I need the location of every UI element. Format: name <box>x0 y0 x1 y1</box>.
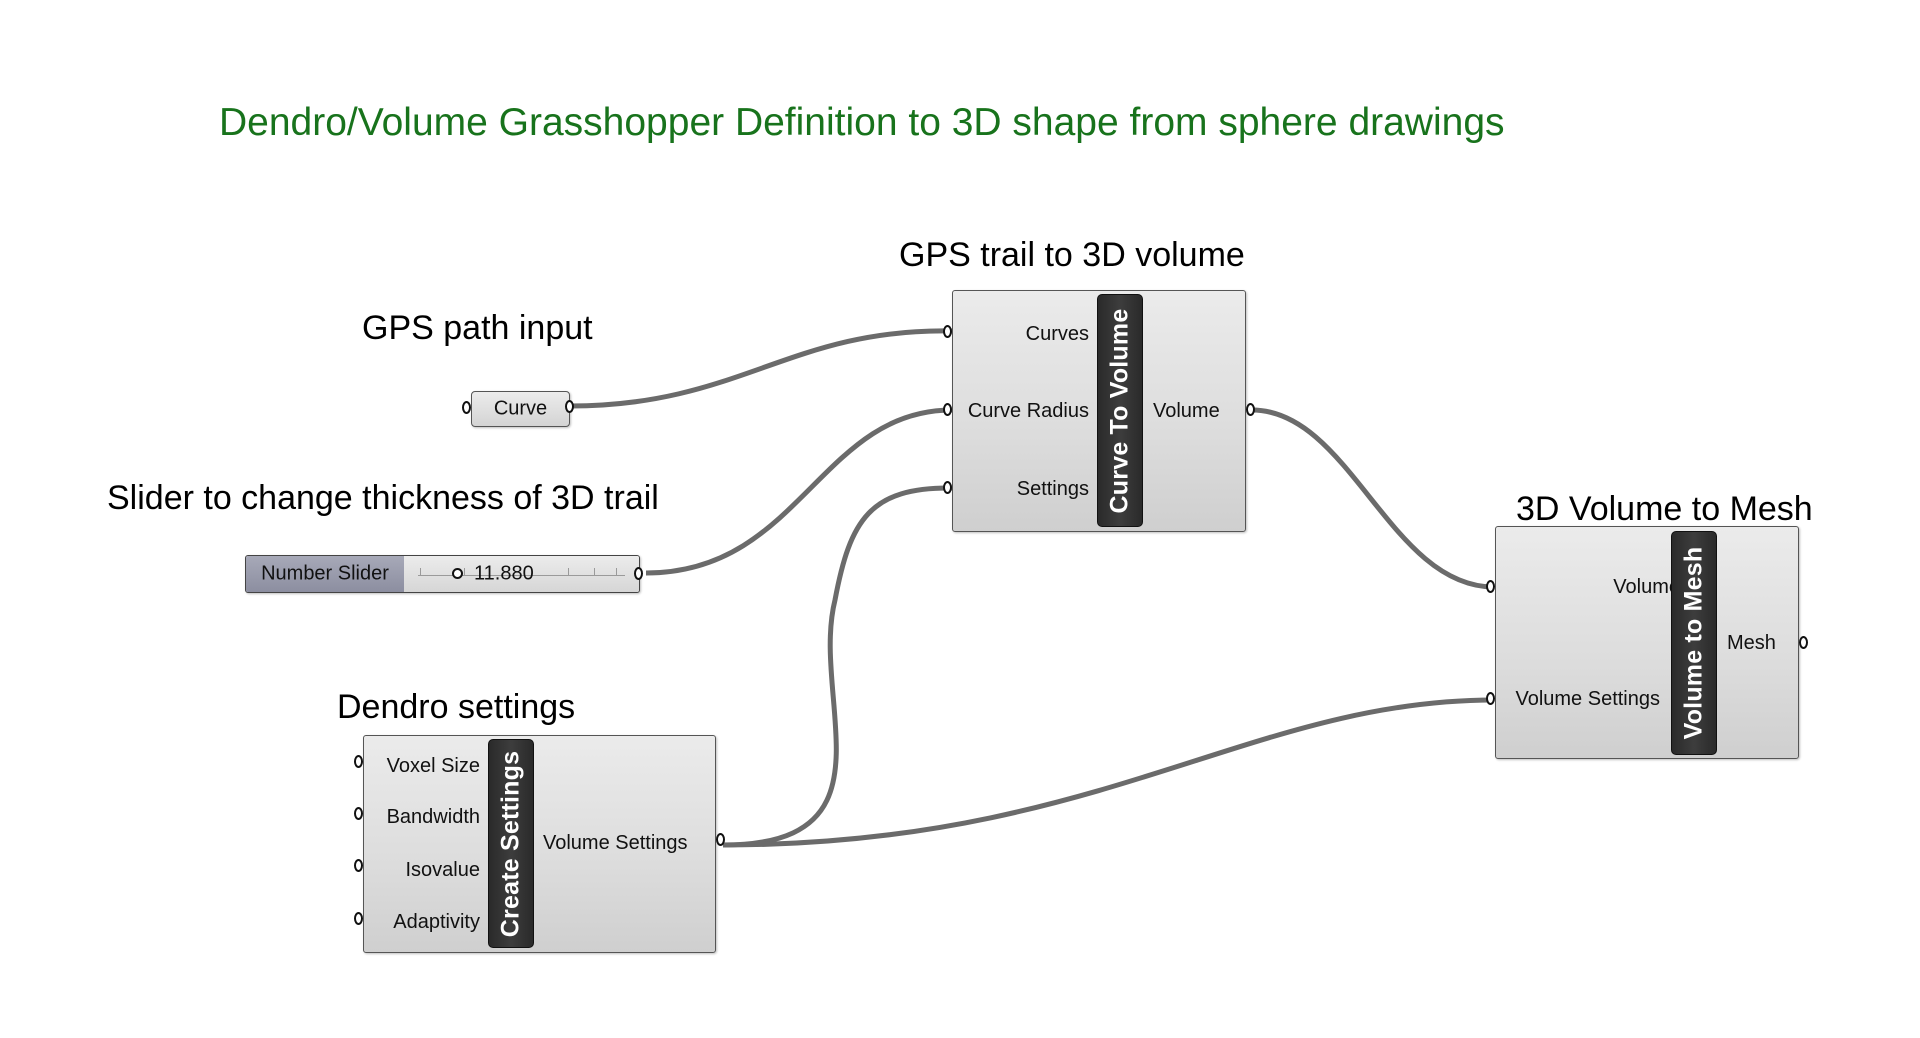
group-label-slider: Slider to change thickness of 3D trail <box>107 479 659 517</box>
curve-param-label: Curve <box>493 397 548 420</box>
slider-tick <box>464 568 465 575</box>
slider-name-label: Number Slider <box>261 562 389 585</box>
group-label-gps-path: GPS path input <box>362 309 593 347</box>
volume-to-mesh-component[interactable]: Volume Volume Settings Volume to Mesh Me… <box>1495 526 1799 759</box>
slider-tick <box>594 568 595 575</box>
create-settings-input-label: Isovalue <box>405 859 481 881</box>
curve-to-volume-input-port-curves[interactable] <box>943 325 952 338</box>
curve-param-output-port[interactable] <box>565 400 574 413</box>
curve-to-volume-input-port-radius[interactable] <box>943 403 952 416</box>
slider-value: 11.880 <box>474 562 534 585</box>
create-settings-name: Create Settings <box>496 750 525 937</box>
volume-to-mesh-input-label: Volume <box>1613 576 1680 598</box>
curve-to-volume-component[interactable]: Curves Curve Radius Settings Curve To Vo… <box>952 290 1246 532</box>
number-slider[interactable]: Number Slider 11.880 <box>245 555 640 593</box>
slider-track[interactable]: 11.880 <box>404 556 639 592</box>
slider-name: Number Slider <box>246 556 405 592</box>
create-settings-input-port-isovalue[interactable] <box>354 859 363 872</box>
curve-to-volume-output-port-volume[interactable] <box>1246 403 1255 416</box>
curve-to-volume-name-bar[interactable]: Curve To Volume <box>1097 294 1143 527</box>
slider-tick <box>568 568 569 575</box>
slider-knob[interactable] <box>452 568 463 579</box>
slider-track-line <box>418 575 625 576</box>
create-settings-input-port-adaptivity[interactable] <box>354 912 363 925</box>
volume-to-mesh-name-bar[interactable]: Volume to Mesh <box>1671 531 1717 755</box>
volume-to-mesh-input-port-volume[interactable] <box>1486 580 1495 593</box>
create-settings-output-label: Volume Settings <box>543 832 688 854</box>
wire-slider-to-curve-radius <box>645 407 953 576</box>
wire-volume-to-volume <box>1251 407 1495 590</box>
group-label-dendro-settings: Dendro settings <box>337 688 576 726</box>
curve-to-volume-input-label: Settings <box>1016 478 1089 500</box>
volume-to-mesh-input-label: Volume Settings <box>1515 688 1660 710</box>
curve-to-volume-input-label: Curves <box>1025 323 1089 345</box>
slider-output-port[interactable] <box>634 567 643 580</box>
curve-to-volume-input-label: Curve Radius <box>967 400 1089 422</box>
curve-to-volume-output-label: Volume <box>1153 400 1220 422</box>
page-title: Dendro/Volume Grasshopper Definition to … <box>219 101 1505 144</box>
create-settings-input-label: Voxel Size <box>386 755 480 777</box>
slider-tick <box>616 568 617 575</box>
wire-settings-to-volume-settings <box>722 697 1495 848</box>
create-settings-input-port-voxel-size[interactable] <box>354 755 363 768</box>
volume-to-mesh-name: Volume to Mesh <box>1679 546 1708 740</box>
create-settings-input-port-bandwidth[interactable] <box>354 807 363 820</box>
wire-curve-to-curves <box>569 328 953 409</box>
volume-to-mesh-input-port-settings[interactable] <box>1486 692 1495 705</box>
create-settings-name-bar[interactable]: Create Settings <box>488 739 534 948</box>
create-settings-output-port[interactable] <box>716 833 725 846</box>
slider-tick <box>420 568 421 575</box>
wire-settings-to-curve-settings <box>722 485 953 848</box>
create-settings-input-label: Bandwidth <box>386 806 480 828</box>
volume-to-mesh-output-port-mesh[interactable] <box>1799 636 1808 649</box>
volume-to-mesh-output-label: Mesh <box>1727 632 1776 654</box>
create-settings-component[interactable]: Voxel Size Bandwidth Isovalue Adaptivity… <box>363 735 716 953</box>
curve-to-volume-name: Curve To Volume <box>1105 308 1134 513</box>
group-label-volume-to-mesh: 3D Volume to Mesh <box>1516 490 1813 528</box>
curve-param-input-port[interactable] <box>462 401 471 414</box>
curve-param[interactable]: Curve <box>471 391 570 427</box>
curve-to-volume-input-port-settings[interactable] <box>943 481 952 494</box>
create-settings-input-label: Adaptivity <box>393 911 480 933</box>
group-label-curve-to-volume: GPS trail to 3D volume <box>899 236 1245 274</box>
